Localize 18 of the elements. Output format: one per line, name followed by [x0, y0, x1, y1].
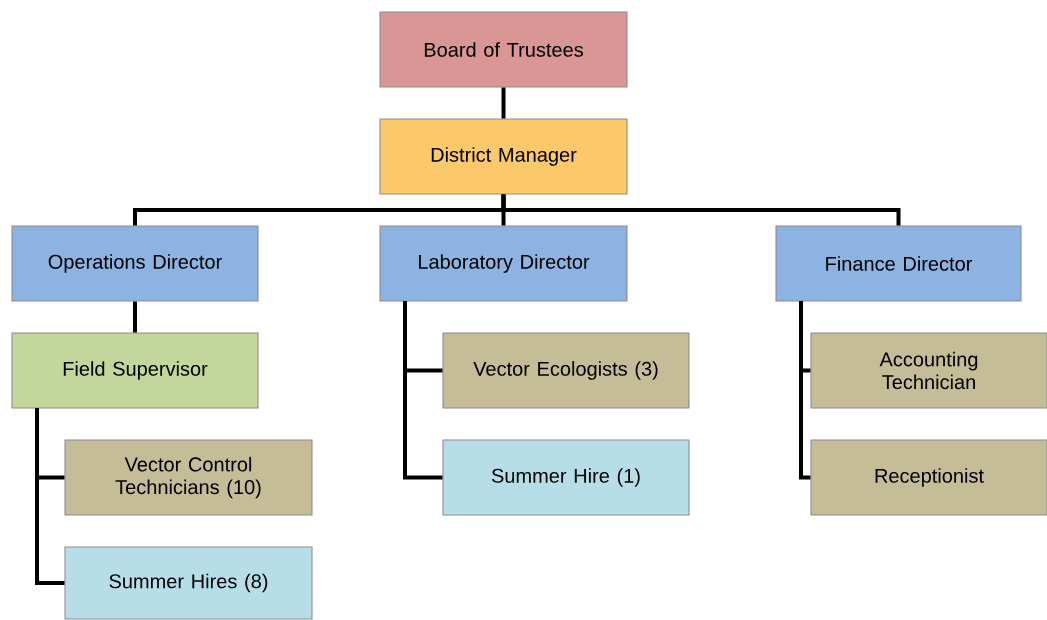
org-box: Summer Hires (8)	[64, 546, 313, 620]
connector-line	[403, 301, 443, 480]
org-box: Vector Ecologists (3)	[442, 332, 690, 409]
org-box: Field Supervisor	[11, 332, 259, 409]
org-box: Vector Control Technicians (10)	[64, 439, 313, 516]
connector-line	[501, 87, 506, 119]
connector-line	[799, 301, 811, 480]
org-box: Laboratory Director	[379, 225, 628, 302]
org-box: Finance Director	[775, 225, 1022, 302]
connector-line	[133, 301, 137, 333]
connector-line	[35, 408, 65, 585]
org-box: Operations Director	[11, 225, 259, 302]
org-box: Board of Trustees	[379, 11, 628, 88]
org-box: Accounting Technician	[810, 332, 1047, 409]
connector-line	[501, 194, 901, 226]
org-box: District Manager	[379, 118, 628, 195]
org-box: Receptionist	[810, 439, 1047, 516]
org-box: Summer Hire (1)	[442, 439, 690, 516]
